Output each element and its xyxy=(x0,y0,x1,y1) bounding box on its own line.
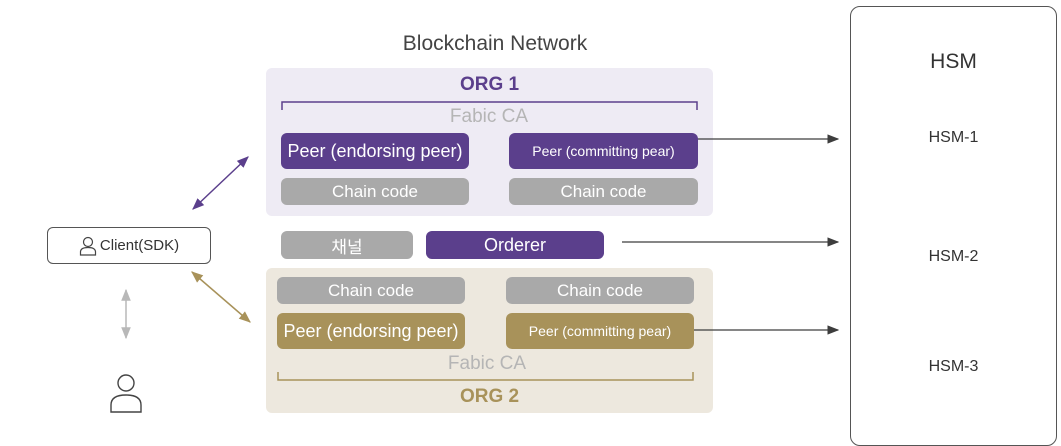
user-icon xyxy=(110,374,142,413)
org2-chaincode-right: Chain code xyxy=(506,277,694,304)
org2-title: ORG 2 xyxy=(459,386,520,407)
org1-chaincode-left: Chain code xyxy=(281,178,469,205)
org2-ca-label: Fabic CA xyxy=(447,353,527,374)
org2-endorsing-peer: Peer (endorsing peer) xyxy=(277,313,465,349)
org1-title: ORG 1 xyxy=(459,74,520,95)
hsm-panel xyxy=(850,6,1057,446)
org2-committing-peer: Peer (committing pear) xyxy=(506,313,694,349)
user-icon xyxy=(79,236,97,256)
org1-endorsing-peer: Peer (endorsing peer) xyxy=(281,133,469,169)
client-label: Client(SDK) xyxy=(99,237,180,254)
client-sdk-box: Client(SDK) xyxy=(47,227,211,264)
user-figure xyxy=(108,374,144,419)
org1-committing-peer: Peer (committing pear) xyxy=(509,133,698,169)
hsm-item-2: HSM-2 xyxy=(928,248,979,265)
org1-ca-label: Fabic CA xyxy=(449,106,529,127)
arrow-client-org2 xyxy=(191,271,251,323)
network-title: Blockchain Network xyxy=(402,32,588,55)
org1-chaincode-right: Chain code xyxy=(509,178,698,205)
arrow-client-org1 xyxy=(192,156,249,210)
orderer-node: Orderer xyxy=(426,231,604,259)
hsm-item-3: HSM-3 xyxy=(928,358,979,375)
channel-node: 채널 xyxy=(281,231,413,259)
hsm-item-1: HSM-1 xyxy=(928,129,979,146)
hsm-title: HSM xyxy=(930,50,977,73)
org2-chaincode-left: Chain code xyxy=(277,277,465,304)
